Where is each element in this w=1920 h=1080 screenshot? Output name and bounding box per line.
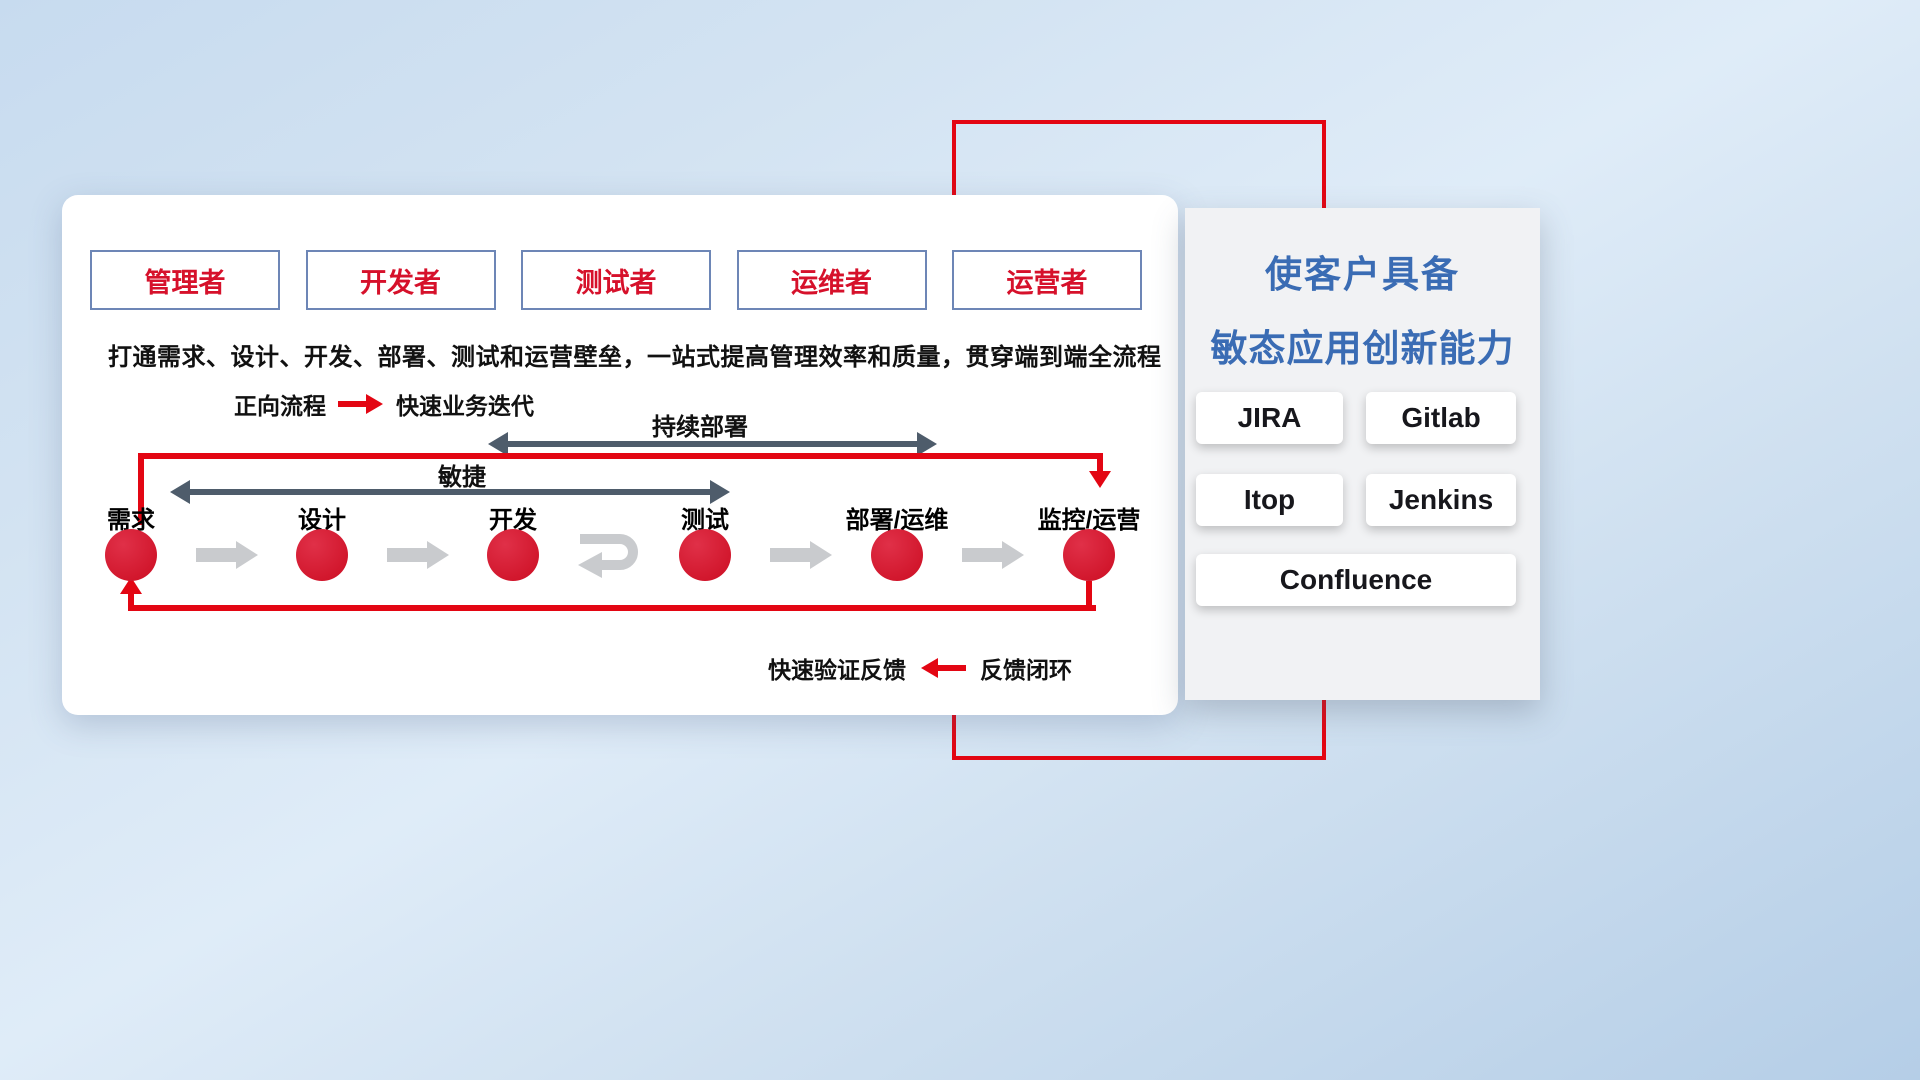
panel-subtitle: 打通需求、设计、开发、部署、测试和运营壁垒，一站式提高管理效率和质量，贯穿端到端…	[108, 344, 1162, 371]
capability-title-line1: 使客户具备	[1265, 254, 1460, 295]
role-label: 开发者	[360, 267, 441, 298]
role-box-ops: 运维者	[736, 250, 927, 310]
role-label: 测试者	[575, 267, 657, 298]
tool-chip-itop: Itop	[1196, 474, 1343, 526]
role-boxes-row: 管理者 开发者 测试者 运维者 运营者	[90, 250, 1142, 310]
role-box-tester: 测试者	[521, 250, 711, 310]
role-box-developer: 开发者	[305, 250, 496, 310]
role-label: 管理者	[144, 267, 226, 298]
feedback-loop-right-drop-line	[1086, 581, 1092, 609]
node-circle-test	[679, 529, 731, 581]
feedback-loop-up-arrow-icon	[120, 577, 142, 594]
agile-arrow-icon	[170, 480, 730, 504]
devops-flow-panel: 管理者 开发者 测试者 运维者 运营者 打通需求、设计、开发、部署、测试和运营壁…	[62, 195, 1178, 715]
feedback-loop-top-line	[138, 453, 1103, 459]
feedback-legend: 快速验证反馈 反馈闭环	[768, 651, 1072, 685]
continuous-deploy-label: 持续部署	[652, 414, 748, 441]
agile-label: 敏捷	[438, 464, 486, 491]
flow-arrow-icon	[196, 541, 258, 569]
role-box-operator: 运营者	[952, 250, 1142, 310]
node-circle-monitor-op	[1063, 529, 1115, 581]
flow-arrow-icon	[962, 541, 1024, 569]
feedback-loop-down-arrow-icon	[1089, 471, 1111, 488]
forward-flow-legend: 正向流程 快速业务迭代	[234, 387, 534, 421]
role-label: 运营者	[1006, 267, 1088, 298]
feedback-desc: 快速验证反馈	[768, 657, 906, 683]
tool-chip-jira: JIRA	[1196, 392, 1343, 444]
feedback-loop-bottom-line	[128, 605, 1096, 611]
role-box-manager: 管理者	[90, 250, 280, 310]
capability-title-line2: 敏态应用创新能力	[1210, 328, 1515, 369]
feedback-loop-right-line	[1097, 453, 1103, 471]
forward-flow-desc: 快速业务迭代	[396, 393, 534, 419]
flow-arrow-icon	[770, 541, 832, 569]
node-circle-deploy-ops	[871, 529, 923, 581]
forward-flow-label: 正向流程	[234, 393, 326, 419]
iteration-loop-icon	[572, 525, 646, 581]
node-circle-requirement	[105, 529, 157, 581]
feedback-arrow-icon	[920, 658, 966, 678]
tool-chip-confluence: Confluence	[1196, 554, 1516, 606]
node-circle-develop	[487, 529, 539, 581]
capability-panel: 使客户具备 敏态应用创新能力 JIRA Gitlab Itop Jenkins …	[1185, 208, 1540, 700]
continuous-deploy-arrow-icon	[488, 432, 937, 456]
forward-arrow-icon	[338, 394, 384, 414]
flow-arrow-icon	[387, 541, 449, 569]
feedback-loop-left-rise-line	[128, 593, 134, 607]
tool-chip-jenkins: Jenkins	[1366, 474, 1516, 526]
feedback-loop-left-line	[138, 453, 144, 525]
node-circle-design	[296, 529, 348, 581]
role-label: 运维者	[791, 267, 872, 298]
tool-chip-gitlab: Gitlab	[1366, 392, 1516, 444]
feedback-label: 反馈闭环	[980, 657, 1072, 683]
